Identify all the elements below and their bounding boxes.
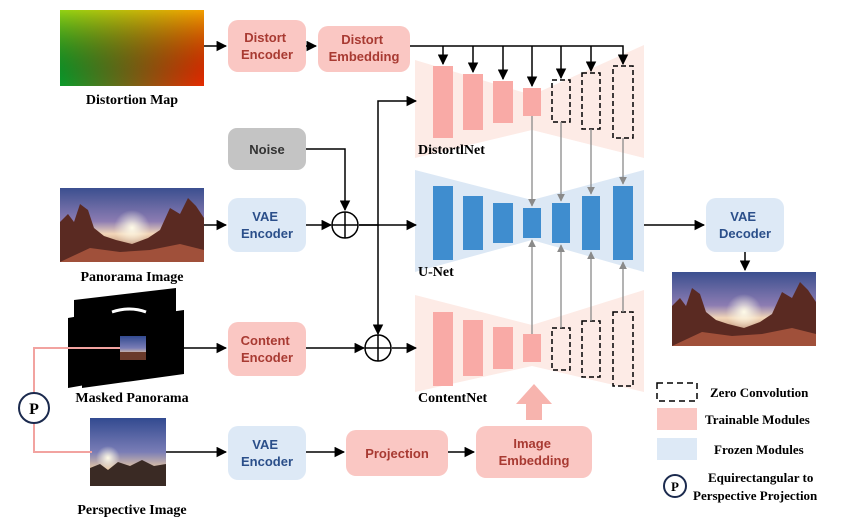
distortnet-blocks xyxy=(433,65,634,139)
projection-symbol xyxy=(18,392,50,424)
image-embedding-line1: Image xyxy=(513,436,551,451)
vae-decoder-line2: Decoder xyxy=(719,226,771,241)
vae-encoder-bottom-line1: VAE xyxy=(252,437,278,452)
panorama-image xyxy=(60,188,204,262)
legend-frozen-label: Frozen Modules xyxy=(714,442,804,457)
legend-projection-line2: Perspective Projection xyxy=(693,488,818,503)
vae-encoder-top-label: VAE Encoder xyxy=(241,209,293,241)
add-operator-top xyxy=(331,211,359,239)
legend-projection-label: Equirectangular to Perspective Projectio… xyxy=(693,470,818,503)
legend-frozen-swatch xyxy=(657,438,697,460)
distort-embedding-line1: Distort xyxy=(341,32,384,47)
vae-encoder-bottom-line2: Encoder xyxy=(241,454,293,469)
noise-label: Noise xyxy=(249,142,284,157)
vae-encoder-top-line1: VAE xyxy=(252,209,278,224)
distort-encoder-line2: Encoder xyxy=(241,47,293,62)
unet-blocks xyxy=(433,186,633,260)
contentnet-band-right xyxy=(532,290,644,392)
panorama-image-label: Panorama Image xyxy=(80,270,183,285)
distortnet-label: DistortlNet xyxy=(418,143,485,158)
vae-encoder-top-box xyxy=(228,198,306,252)
distort-embedding-line2: Embedding xyxy=(329,49,400,64)
projection-symbol-letter: P xyxy=(29,401,39,418)
content-encoder-box xyxy=(228,322,306,376)
legend-trainable-swatch xyxy=(657,408,697,430)
image-embedding-line2: Embedding xyxy=(499,453,570,468)
content-encoder-line2: Encoder xyxy=(241,350,293,365)
image-embedding-box xyxy=(476,426,592,478)
vae-decoder-box xyxy=(706,198,784,252)
image-embedding-up-arrow xyxy=(516,384,552,420)
noise-box xyxy=(228,128,306,170)
output-panorama-image xyxy=(672,272,816,346)
distort-encoder-label: Distort Encoder xyxy=(241,30,293,62)
contentnet-label: ContentNet xyxy=(418,391,488,406)
masked-panorama-image xyxy=(68,288,184,388)
vae-encoder-bottom-box xyxy=(228,426,306,480)
distort-embedding-label: Distort Embedding xyxy=(329,32,400,64)
distortion-map-image xyxy=(60,10,204,86)
legend-projection-letter: P xyxy=(671,479,679,494)
perspective-image xyxy=(90,418,166,486)
image-embedding-label: Image Embedding xyxy=(499,436,570,468)
vae-decoder-line1: VAE xyxy=(730,209,756,224)
legend-trainable-label: Trainable Modules xyxy=(705,412,810,427)
legend: Zero Convolution Trainable Modules Froze… xyxy=(656,382,818,503)
legend-zero-conv-swatch xyxy=(656,382,698,402)
perspective-image-label: Perspective Image xyxy=(77,503,186,518)
vae-encoder-bottom-label: VAE Encoder xyxy=(241,437,293,469)
masked-panorama-label: Masked Panorama xyxy=(75,391,188,406)
contentnet-blocks xyxy=(433,311,634,387)
legend-projection-symbol xyxy=(663,474,687,498)
distort-encoder-box xyxy=(228,20,306,72)
zero-conv-connectors xyxy=(528,116,627,334)
add-operator-bottom xyxy=(364,334,392,362)
vae-decoder-label: VAE Decoder xyxy=(719,209,771,241)
legend-projection-line1: Equirectangular to xyxy=(708,470,813,485)
distortnet-band-right xyxy=(532,45,644,158)
content-encoder-label: Content Encoder xyxy=(241,333,294,365)
legend-zero-conv-label: Zero Convolution xyxy=(710,385,809,400)
flow-arrows xyxy=(166,40,751,458)
distort-embedding-box xyxy=(318,26,410,72)
distort-encoder-line1: Distort xyxy=(244,30,287,45)
vae-encoder-top-line2: Encoder xyxy=(241,226,293,241)
projection-label: Projection xyxy=(365,446,429,461)
unet-label: U-Net xyxy=(418,265,454,280)
projection-box xyxy=(346,430,448,476)
distortion-map-label: Distortion Map xyxy=(86,93,178,108)
content-encoder-line1: Content xyxy=(241,333,291,348)
